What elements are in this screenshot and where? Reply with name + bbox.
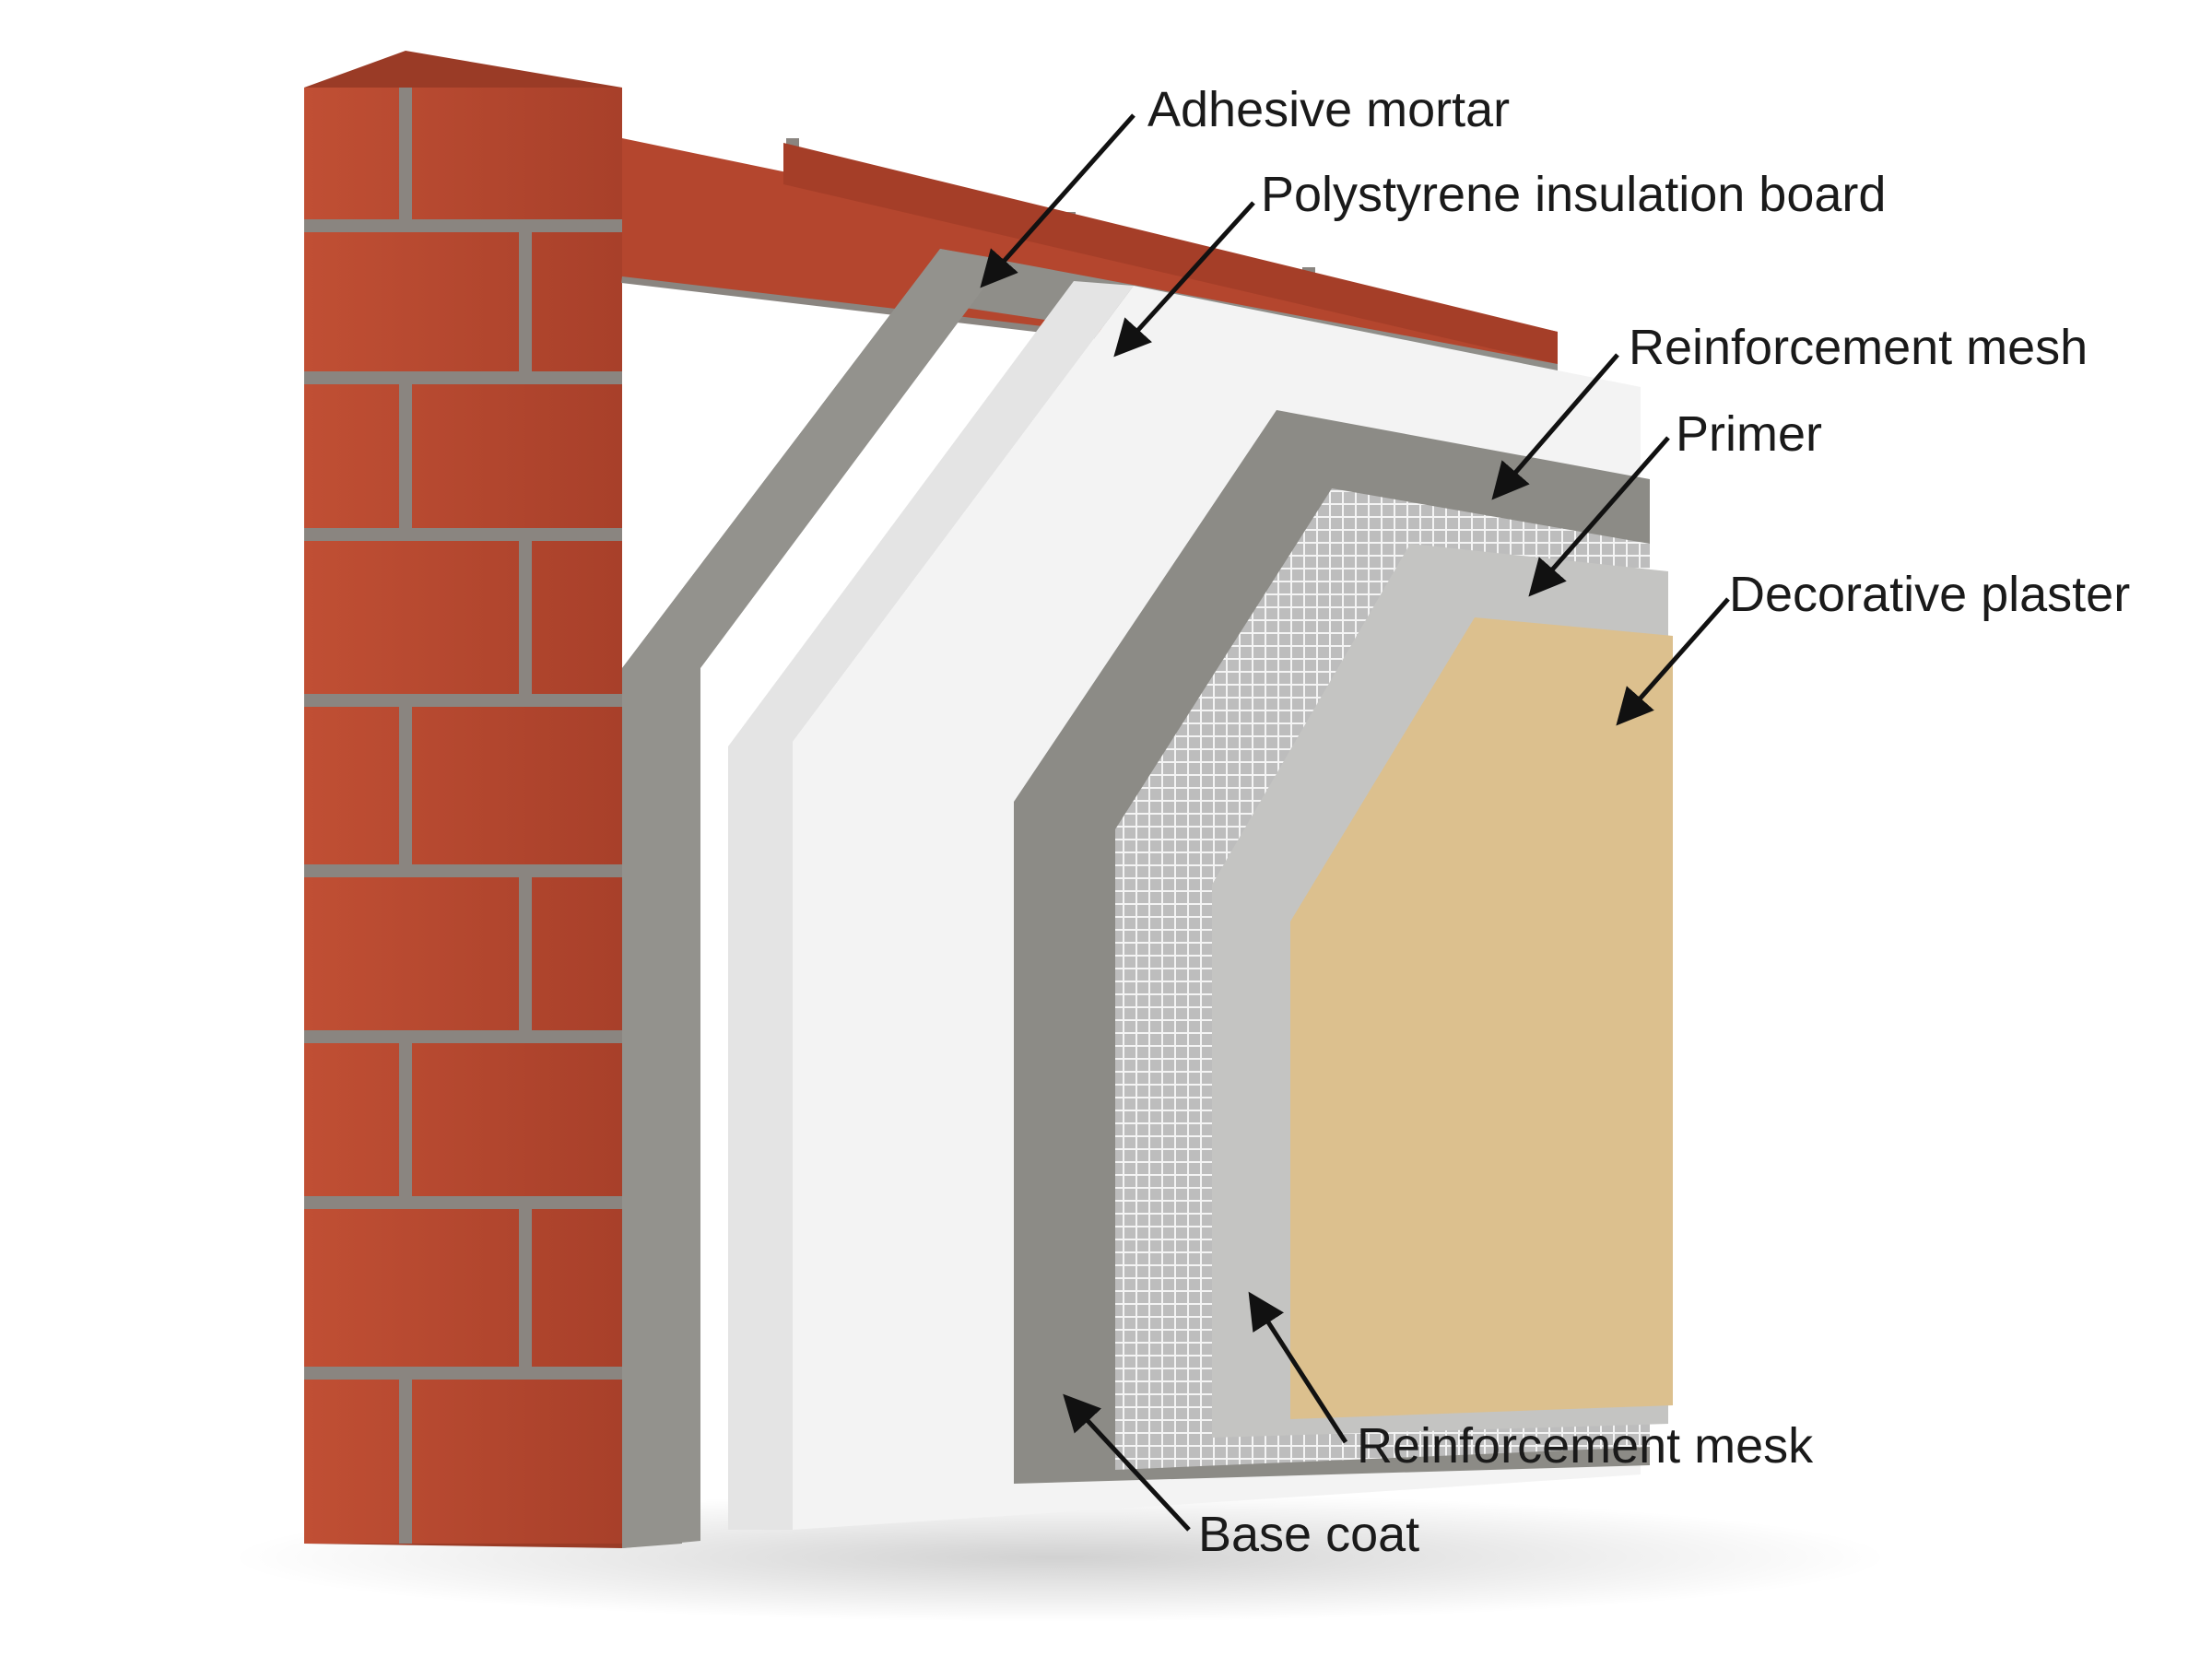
label-decorative-plaster: Decorative plaster: [1729, 567, 2131, 622]
label-adhesive-mortar: Adhesive mortar: [1147, 82, 1511, 137]
arrow-reinforcement-mesh: [1491, 353, 1619, 500]
label-polystyrene-board: Polystyrene insulation board: [1261, 167, 1887, 222]
arrow-adhesive-mortar: [980, 113, 1135, 288]
label-primer: Primer: [1676, 406, 1822, 462]
polystyrene-board-side: [728, 281, 1134, 1530]
arrow-polystyrene-board: [1113, 201, 1255, 358]
arrow-base-coat: [1063, 1393, 1191, 1532]
arrow-reinforcement-mesk: [1248, 1291, 1348, 1444]
brick-top-courses-2: [783, 143, 1558, 364]
arrow-decorative-plaster: [1616, 597, 1730, 726]
brick-wall: [304, 51, 1559, 1548]
label-base-coat: Base coat: [1198, 1507, 1420, 1562]
brick-wall-front: [304, 88, 622, 1544]
callout-arrows: [980, 113, 1730, 1532]
decorative-plaster-layer: [1290, 617, 1673, 1419]
label-reinforcement-mesh: Reinforcement mesh: [1629, 320, 2088, 375]
adhesive-mortar-front: [622, 249, 1005, 1548]
arrow-primer: [1528, 436, 1670, 597]
label-reinforcement-mesk: Reinforcement mesk: [1357, 1418, 1814, 1474]
